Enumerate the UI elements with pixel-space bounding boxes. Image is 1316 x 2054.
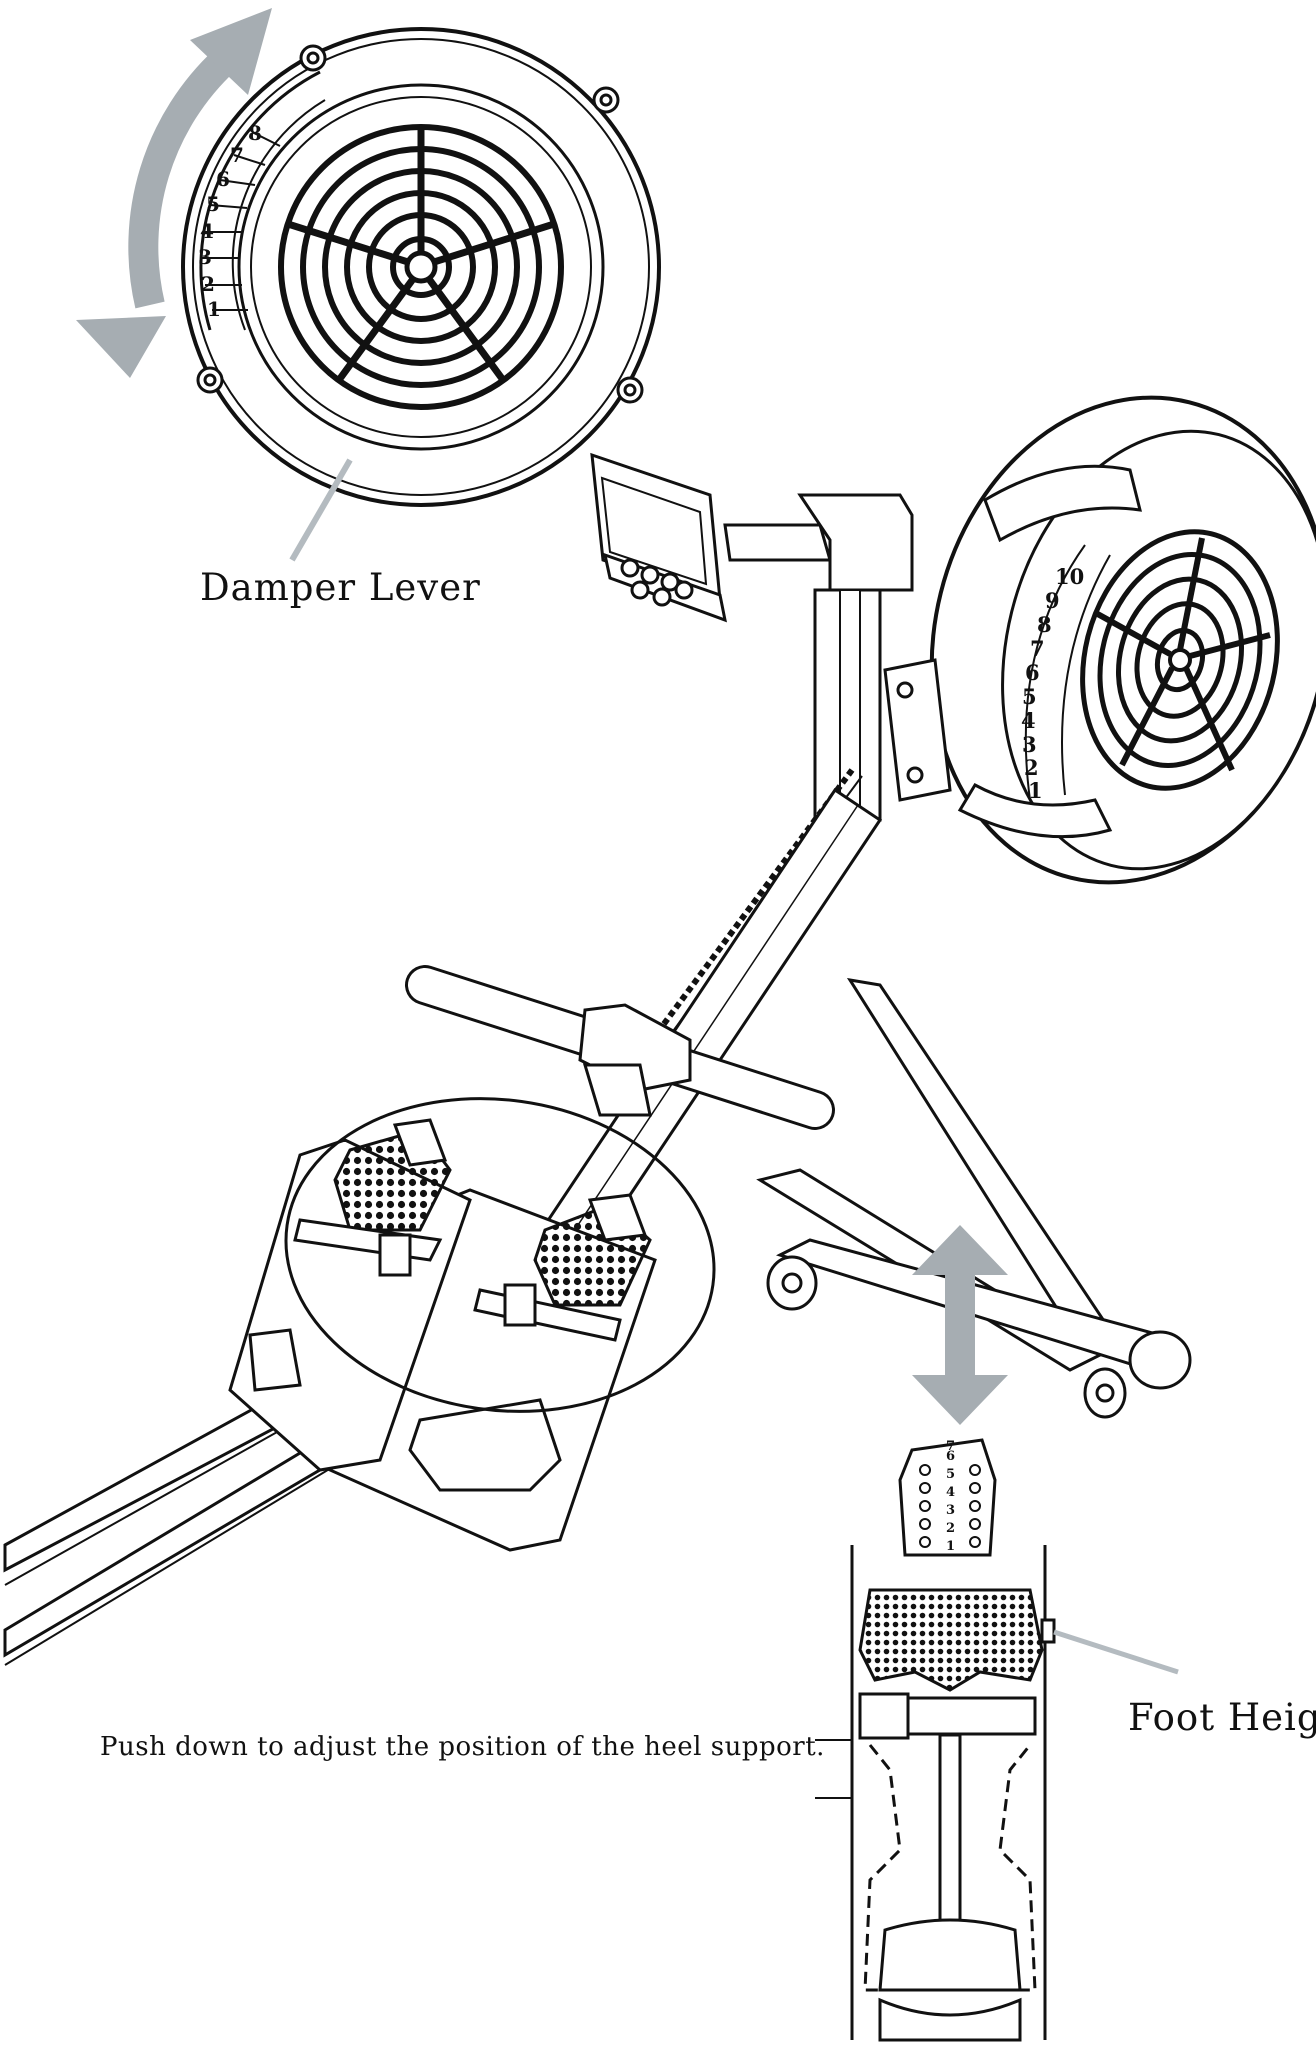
damper-scale-mark: 7 <box>230 143 244 167</box>
damper-scale-mark: 9 <box>1045 588 1060 613</box>
damper-scale-mark: 10 <box>1055 564 1084 589</box>
damper-scale-mark: 8 <box>248 121 262 145</box>
damper-scale-mark: 4 <box>200 219 214 243</box>
damper-lever-label: Damper Lever <box>200 566 481 609</box>
foot-scale-mark: 2 <box>946 1521 955 1536</box>
foot-scale-mark: 3 <box>946 1503 955 1518</box>
damper-scale-mark: 5 <box>1022 684 1037 709</box>
damper-scale-mark: 7 <box>1030 636 1045 661</box>
foot-scale-mark: 1 <box>946 1539 955 1554</box>
foot-scale-mark: 5 <box>946 1467 955 1482</box>
damper-scale-mark: 6 <box>216 167 230 191</box>
damper-scale-mark: 6 <box>1025 660 1040 685</box>
foot-height-detail <box>815 1438 1179 2042</box>
damper-scale-mark: 5 <box>206 192 220 216</box>
foot-scale: 1 2 3 4 5 6 7 <box>946 1439 955 1554</box>
damper-scale-mark: 3 <box>1022 732 1037 757</box>
damper-scale-mark: 8 <box>1037 612 1052 637</box>
foot-stretcher <box>228 1097 716 1552</box>
heel-support-note: Push down to adjust the position of the … <box>100 1732 825 1762</box>
damper-scale-mark: 4 <box>1021 708 1036 733</box>
damper-scale-mark: 2 <box>1024 755 1039 780</box>
foot-scale-mark: 6 <box>946 1449 955 1464</box>
foot-scale-mark: 7 <box>946 1439 955 1454</box>
damper-scale-mark: 1 <box>207 297 221 321</box>
damper-scale-top: 1 2 3 4 5 6 7 8 <box>198 121 262 321</box>
vertical-double-arrow-icon <box>912 1225 1008 1425</box>
flywheel-housing <box>883 395 1316 885</box>
damper-scale-mark: 2 <box>201 272 215 296</box>
foot-scale-mark: 4 <box>946 1485 955 1500</box>
damper-scale-mark: 3 <box>198 245 212 269</box>
damper-scale-side: 1 2 3 4 5 6 7 8 9 10 <box>1021 564 1084 803</box>
foot-height-label: Foot Heigh <box>1128 1696 1316 1739</box>
damper-detail <box>181 27 661 562</box>
monitor <box>590 452 914 822</box>
damper-scale-mark: 1 <box>1028 778 1043 803</box>
curved-double-arrow-icon <box>76 8 272 378</box>
